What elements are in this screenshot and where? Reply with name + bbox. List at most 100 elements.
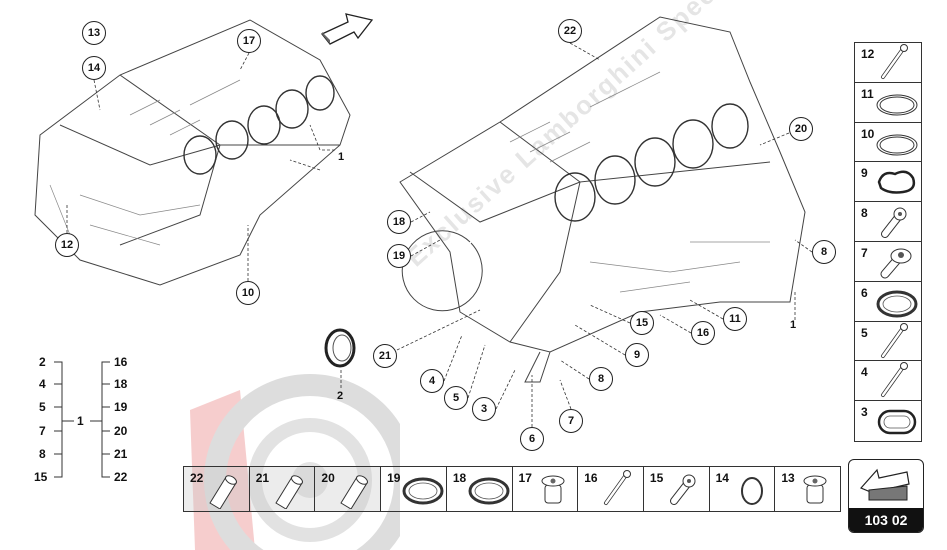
legend-item: 20: [114, 424, 128, 438]
legend-item: 18: [114, 377, 128, 391]
part-number: 14: [715, 471, 729, 485]
legend-item: 15: [34, 470, 48, 484]
callout-5[interactable]: 5: [444, 386, 468, 410]
sleeve-icon: [209, 475, 237, 509]
part-cell-8[interactable]: 8: [855, 202, 921, 242]
callout-10[interactable]: 10: [236, 281, 260, 305]
part-number: 13: [781, 471, 795, 485]
legend-item: 4: [39, 377, 46, 391]
long-bolt-icon: [881, 362, 908, 398]
parts-column: 12 11 10 9 8 7 6 5 4 3: [854, 42, 922, 442]
part-cell-3[interactable]: 3: [855, 401, 921, 441]
part-number: 12: [861, 47, 875, 61]
callout-8b[interactable]: 8: [589, 367, 613, 391]
part-cell-12[interactable]: 12: [855, 43, 921, 83]
part-number: 11: [861, 86, 874, 101]
plug-icon: [803, 475, 827, 504]
part-cell-6[interactable]: 6: [855, 282, 921, 322]
seal-ring-icon: [402, 477, 444, 505]
part-number: 5: [861, 325, 868, 340]
sleeve-icon: [275, 475, 303, 509]
legend-item: 21: [114, 447, 128, 461]
assembly-label-1-left: 1: [338, 151, 345, 163]
part-number: 6: [861, 285, 868, 300]
seal-ring-icon: [876, 290, 918, 318]
part-cell-20[interactable]: 20: [315, 467, 382, 511]
engine-block-left-drawing: [34, 19, 351, 286]
callout-17[interactable]: 17: [237, 29, 261, 53]
o-ring-icon: [876, 94, 918, 116]
callout-7[interactable]: 7: [559, 409, 583, 433]
legend-item: 2: [39, 355, 46, 369]
callout-9[interactable]: 9: [625, 343, 649, 367]
callout-11[interactable]: 11: [723, 307, 747, 331]
assembly-label-2: 2: [337, 390, 344, 402]
part-cell-9[interactable]: 9: [855, 162, 921, 203]
engine-block-right-drawing: [399, 16, 806, 383]
callout-14[interactable]: 14: [82, 56, 106, 80]
oval-gasket-icon: [877, 409, 917, 435]
callout-16[interactable]: 16: [691, 321, 715, 345]
part-cell-16[interactable]: 16: [578, 467, 644, 511]
legend-item: 19: [114, 400, 128, 414]
part-number: 10: [861, 126, 875, 141]
part-cell-15[interactable]: 15: [644, 467, 710, 511]
seal-ring-icon: [468, 477, 510, 505]
legend-item: 8: [39, 447, 46, 461]
callout-13[interactable]: 13: [82, 21, 106, 45]
callout-3[interactable]: 3: [472, 397, 496, 421]
callout-22[interactable]: 22: [558, 19, 582, 43]
washer-icon: [740, 477, 763, 505]
seal-ring-drawing: [324, 328, 356, 368]
parts-strip: 22 21 20 19 18 17 16 15 14 13: [183, 466, 841, 512]
callout-8[interactable]: 8: [812, 240, 836, 264]
part-cell-17[interactable]: 17: [513, 467, 579, 511]
part-number: 4: [861, 365, 868, 380]
callout-21[interactable]: 21: [373, 344, 397, 368]
callout-12[interactable]: 12: [55, 233, 79, 257]
callout-20[interactable]: 20: [789, 117, 813, 141]
bolt-icon: [881, 207, 907, 239]
part-cell-22[interactable]: 22: [184, 467, 250, 511]
long-bolt-icon: [881, 44, 908, 79]
part-cell-5[interactable]: 5: [855, 322, 921, 362]
long-bolt-icon: [881, 322, 908, 358]
part-number: 22: [190, 471, 204, 485]
part-cell-10[interactable]: 10: [855, 123, 921, 163]
sleeve-icon: [340, 475, 369, 509]
part-number: 19: [387, 471, 401, 485]
legend-tree-lines: [54, 361, 110, 478]
part-cell-19[interactable]: 19: [381, 467, 447, 511]
part-cell-13[interactable]: 13: [775, 467, 840, 511]
assembly-label-1-right: 1: [790, 319, 797, 331]
part-cell-11[interactable]: 11: [855, 83, 921, 123]
legend-parent: 1: [77, 414, 84, 428]
part-number: 16: [584, 471, 598, 485]
part-number: 18: [452, 471, 467, 485]
watermark-logo: [190, 374, 400, 550]
callout-4[interactable]: 4: [420, 369, 444, 393]
callout-6[interactable]: 6: [520, 427, 544, 451]
legend-item: 7: [39, 424, 46, 438]
part-number: 21: [255, 471, 270, 485]
part-number: 8: [861, 206, 868, 221]
part-cell-18[interactable]: 18: [447, 467, 513, 511]
part-cell-7[interactable]: 7: [855, 242, 921, 282]
callout-19[interactable]: 19: [387, 244, 411, 268]
callout-18[interactable]: 18: [387, 210, 411, 234]
bolt-icon: [669, 474, 696, 505]
part-number: 7: [861, 245, 868, 260]
part-cell-4[interactable]: 4: [855, 361, 921, 402]
part-cell-21[interactable]: 21: [249, 467, 316, 511]
o-ring-icon: [876, 134, 918, 156]
part-number: 20: [321, 471, 335, 485]
legend-item: 22: [114, 470, 128, 484]
direction-arrow-icon: [320, 13, 374, 45]
legend-item: 16: [114, 355, 128, 369]
long-bolt-icon: [604, 470, 632, 505]
page-navigation-badge[interactable]: 103 02: [848, 459, 924, 533]
plug-icon: [541, 475, 565, 504]
callout-15[interactable]: 15: [630, 311, 654, 335]
part-cell-14[interactable]: 14: [710, 467, 776, 511]
